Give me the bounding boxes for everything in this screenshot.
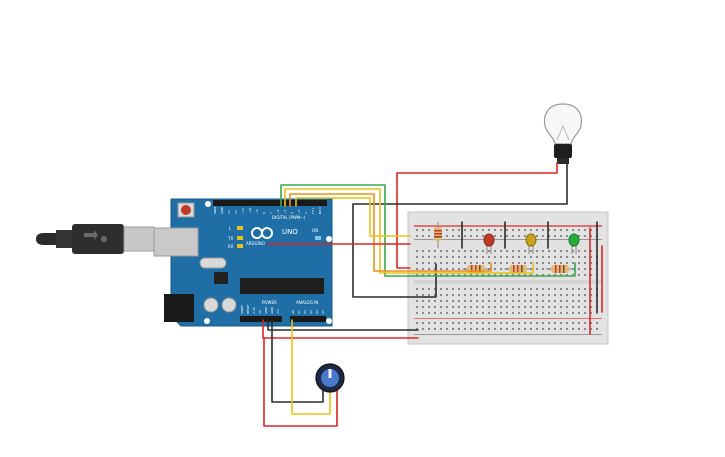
digital-pin-label: 4	[290, 212, 294, 214]
light-bulb[interactable]	[543, 103, 583, 164]
usb-cable[interactable]	[36, 224, 155, 254]
analog-pin-label: A3	[309, 310, 313, 314]
wire-red-5v[interactable]	[262, 319, 419, 339]
board-brand-label: ARDUINO	[246, 241, 265, 246]
arduino-logo	[251, 227, 273, 240]
analog-header	[290, 316, 326, 322]
board-model-label: UNO	[282, 228, 298, 236]
digital-pin-label: 8	[262, 212, 266, 214]
digital-pin-label: TX 1	[311, 207, 315, 215]
digital-header	[213, 200, 327, 206]
usb-port	[153, 227, 199, 257]
l-led-label: L	[229, 226, 232, 231]
digital-pin-label: RX 0	[318, 207, 322, 214]
analog-pin-label: A5	[321, 310, 325, 314]
digital-pin-label: ~3	[297, 209, 301, 214]
digital-pin-label: 12	[234, 210, 238, 214]
digital-pin-label: ~9	[255, 209, 259, 214]
rx-led-label: RX	[228, 244, 234, 249]
analog-pin-label: A2	[303, 310, 307, 314]
power-header-label: POWER	[262, 300, 277, 305]
potentiometer[interactable]	[315, 363, 345, 393]
analog-pin-label: A1	[297, 310, 301, 314]
digital-pin-label: ~11	[241, 208, 245, 214]
digital-pin-label: ~5	[283, 209, 287, 214]
digital-pin-label: 13	[227, 210, 231, 214]
wire-orange-signal[interactable]	[289, 193, 492, 272]
wire-red-pot[interactable]	[263, 337, 338, 427]
digital-pin-label: ~10	[248, 208, 252, 214]
digital-pin-label: GND	[220, 206, 224, 214]
resistor-yellow-led[interactable]	[504, 265, 534, 273]
power-pin-label: Vin	[276, 309, 280, 314]
analog-pin-label: A0	[291, 310, 295, 314]
digital-pin-label: 2	[304, 212, 308, 214]
yellow-led[interactable]	[525, 233, 537, 254]
analog-header-label: ANALOG IN	[296, 300, 318, 305]
digital-header-label: DIGITAL (PWM~)	[272, 215, 306, 220]
led-rx	[237, 244, 243, 248]
capacitor	[203, 297, 219, 313]
power-pin-label: GND	[270, 306, 274, 314]
usb-chip	[214, 272, 228, 284]
power-pin-label: 5V	[258, 309, 262, 314]
green-led[interactable]	[568, 233, 580, 254]
atmega-chip	[240, 278, 324, 294]
tx-led-label: TX	[227, 236, 233, 241]
wire-yellow-signal[interactable]	[284, 188, 534, 274]
digital-pin-label: 7	[269, 212, 273, 214]
led-on	[315, 236, 321, 240]
led-l	[237, 226, 243, 230]
led-tx	[237, 236, 243, 240]
analog-pin-label: A4	[315, 310, 319, 314]
power-header	[240, 316, 282, 322]
wire-black-gnd[interactable]	[267, 319, 419, 331]
power-pin-label: 3.3V	[252, 306, 256, 314]
arduino-uno-board[interactable]: UNO ARDUINO DIGITAL (PWM~) POWER ANALOG …	[153, 198, 333, 327]
power-pin-label: IOREF	[240, 305, 244, 314]
red-led[interactable]	[483, 233, 495, 254]
wire-yellow-pot[interactable]	[291, 319, 331, 415]
wire-green-signal[interactable]	[280, 184, 576, 277]
capacitor	[221, 297, 237, 313]
wire-black-bulb[interactable]	[352, 162, 568, 298]
potentiometer-knob[interactable]	[328, 369, 332, 378]
power-pin-label: RESET	[246, 304, 250, 314]
digital-pin-label: ~6	[276, 209, 280, 214]
wire-black-pot[interactable]	[271, 319, 324, 403]
power-pin-label: GND	[264, 306, 268, 314]
wire-yellow-signal-2[interactable]	[295, 197, 411, 237]
power-jack	[164, 294, 194, 322]
crystal	[199, 257, 227, 269]
digital-pin-label: AREF	[213, 206, 217, 214]
resistor-green-led[interactable]	[546, 265, 576, 273]
reset-button[interactable]	[181, 205, 191, 215]
on-led-label: ON	[312, 228, 318, 233]
wire-red-bulb[interactable]	[396, 162, 558, 269]
resistor-top[interactable]	[434, 222, 442, 248]
